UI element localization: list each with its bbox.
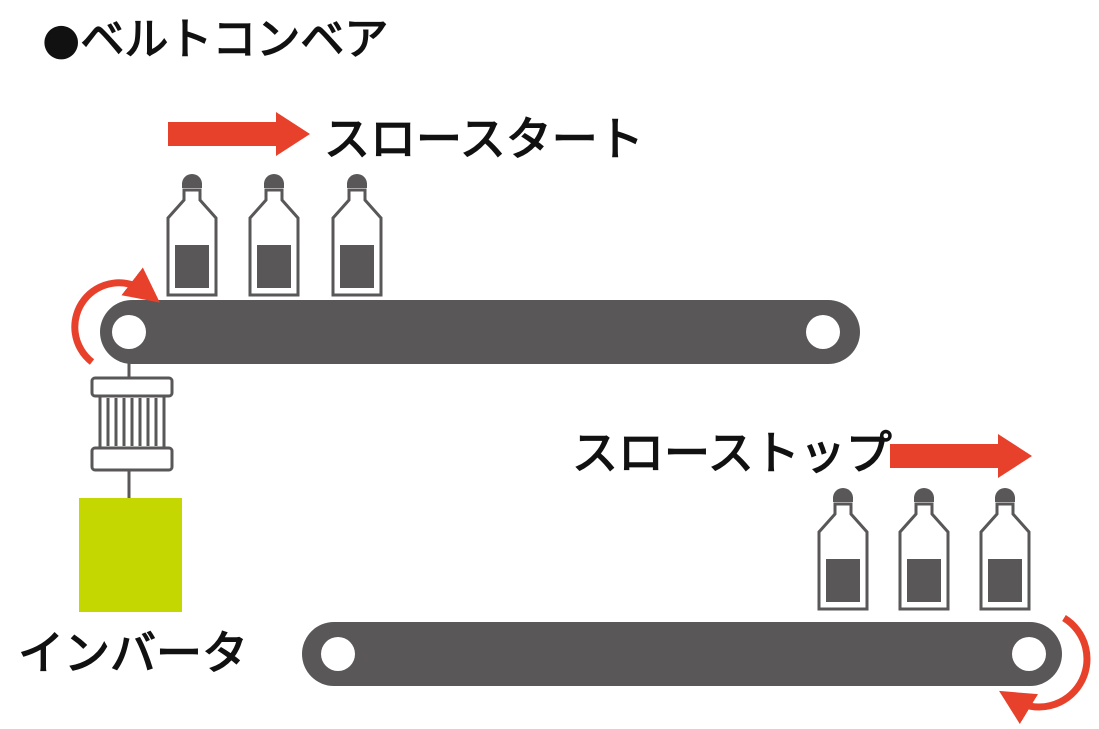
bottle-icon [166, 174, 218, 297]
motor-icon [90, 349, 174, 498]
lower-belt-right-pulley [1012, 637, 1046, 671]
upper-bottle-1 [166, 174, 218, 297]
bottle-icon [817, 488, 869, 611]
upper-bottle-2 [248, 174, 300, 297]
page-title: ●ベルトコンベア [42, 14, 389, 65]
upper-bottle-3 [331, 174, 383, 297]
lower-pulley-rotation-arrow-icon [999, 615, 1091, 725]
slow-start-arrow-icon [168, 112, 310, 156]
lower-belt-left-pulley [321, 637, 355, 671]
lower-bottle-3 [979, 488, 1031, 611]
upper-conveyor-belt [100, 300, 860, 364]
bottle-icon [248, 174, 300, 297]
slow-stop-label: スローストップ [572, 426, 892, 480]
slow-start-label: スロースタート [324, 112, 644, 166]
bottle-icon [331, 174, 383, 297]
upper-belt-right-pulley [806, 315, 840, 349]
lower-conveyor-belt [302, 622, 1062, 686]
bottle-icon [979, 488, 1031, 611]
inverter-label: インバータ [18, 626, 248, 680]
inverter-box [79, 498, 182, 612]
upper-pulley-rotation-arrow-icon [71, 267, 160, 365]
slow-stop-arrow-icon [890, 434, 1032, 478]
bottle-icon [898, 488, 950, 611]
lower-bottle-1 [817, 488, 869, 611]
upper-belt-left-pulley [112, 315, 146, 349]
lower-bottle-2 [898, 488, 950, 611]
